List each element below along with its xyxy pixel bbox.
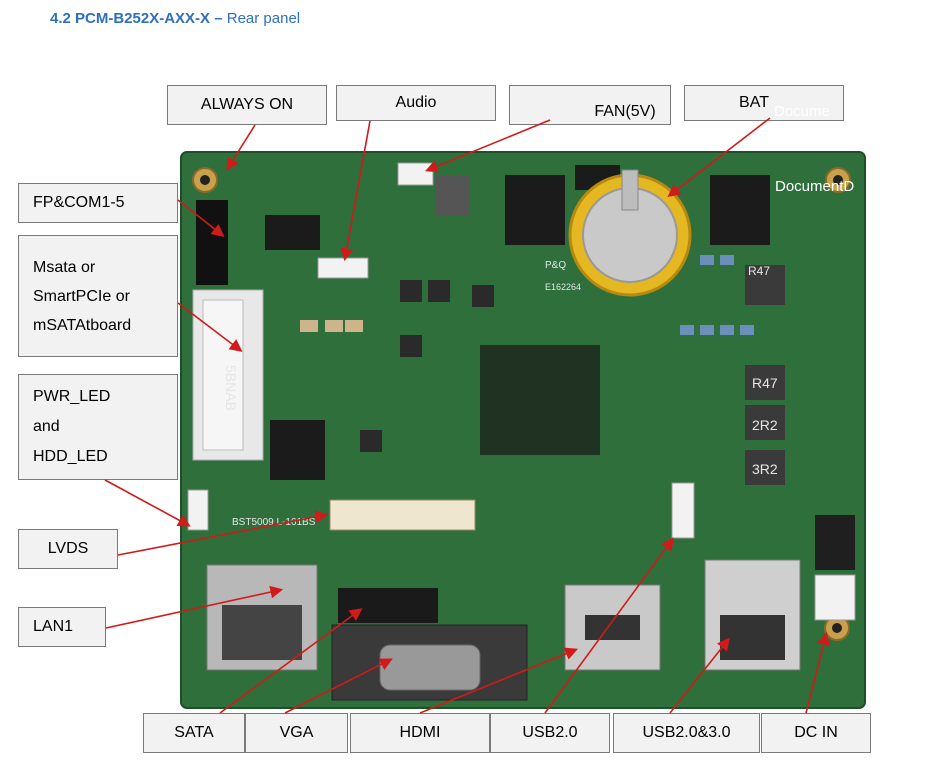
label-msata-line3: mSATAtboard xyxy=(33,316,132,334)
label-lan1: LAN1 xyxy=(18,607,106,647)
label-pwr-led: PWR_LED and HDD_LED xyxy=(18,374,178,480)
label-sata-text: SATA xyxy=(174,724,214,741)
label-lvds: LVDS xyxy=(18,529,118,569)
label-usb20: USB2.0 xyxy=(490,713,610,753)
silk-3r2: 3R2 xyxy=(752,461,778,477)
label-vga: VGA xyxy=(245,713,348,753)
label-always-on-text: ALWAYS ON xyxy=(200,96,294,113)
silk-bst5009: BST5009 L-161BS xyxy=(232,517,316,528)
label-dc-in: DC IN xyxy=(761,713,871,753)
label-usb2030-text: USB2.0&3.0 xyxy=(642,724,731,741)
label-audio-text: Audio xyxy=(395,94,437,111)
heading-number: 4.2 PCM-B252X-AXX-X – xyxy=(50,10,223,27)
label-usb20-text: USB2.0 xyxy=(522,724,578,741)
silk-e162264: E162264 xyxy=(545,282,581,292)
watermark-2: DocumentD xyxy=(775,178,855,195)
label-dc-in-text: DC IN xyxy=(794,724,838,741)
page-heading: 4.2 PCM-B252X-AXX-X – Rear panel xyxy=(50,10,300,27)
silk-pq: P&Q xyxy=(545,260,566,271)
silk-2r2: 2R2 xyxy=(752,417,778,433)
label-msata-line2: SmartPCIe or xyxy=(33,287,130,305)
label-hdmi-text: HDMI xyxy=(399,724,441,741)
label-fp-com: FP&COM1-5 xyxy=(18,183,178,223)
label-lvds-text: LVDS xyxy=(47,540,89,557)
label-fp-com-text: FP&COM1-5 xyxy=(33,194,125,211)
label-msata: Msata or SmartPCIe or mSATAtboard xyxy=(18,235,178,357)
label-sata: SATA xyxy=(143,713,245,753)
label-vga-text: VGA xyxy=(279,724,314,741)
label-hdmi: HDMI xyxy=(350,713,490,753)
watermark-1: Docume xyxy=(774,103,830,120)
silk-r47-b: R47 xyxy=(752,375,778,391)
label-audio: Audio xyxy=(336,85,496,121)
label-msata-line1: Msata or xyxy=(33,258,96,276)
label-lan1-text: LAN1 xyxy=(33,618,74,635)
label-fan: FAN(5V) xyxy=(509,85,671,125)
label-usb2030: USB2.0&3.0 xyxy=(613,713,760,753)
heading-title: Rear panel xyxy=(226,10,301,27)
silk-r47-a: R47 xyxy=(748,264,770,278)
label-pwr-led-line2: and xyxy=(33,418,60,435)
label-fan-text: FAN(5V) xyxy=(594,103,656,120)
label-always-on: ALWAYS ON xyxy=(167,85,327,125)
silk-5bnab: 5BNAB xyxy=(223,365,239,411)
label-pwr-led-line1: PWR_LED xyxy=(33,388,111,405)
label-pwr-led-line3: HDD_LED xyxy=(33,448,108,465)
label-bat-text: BAT xyxy=(739,94,769,111)
